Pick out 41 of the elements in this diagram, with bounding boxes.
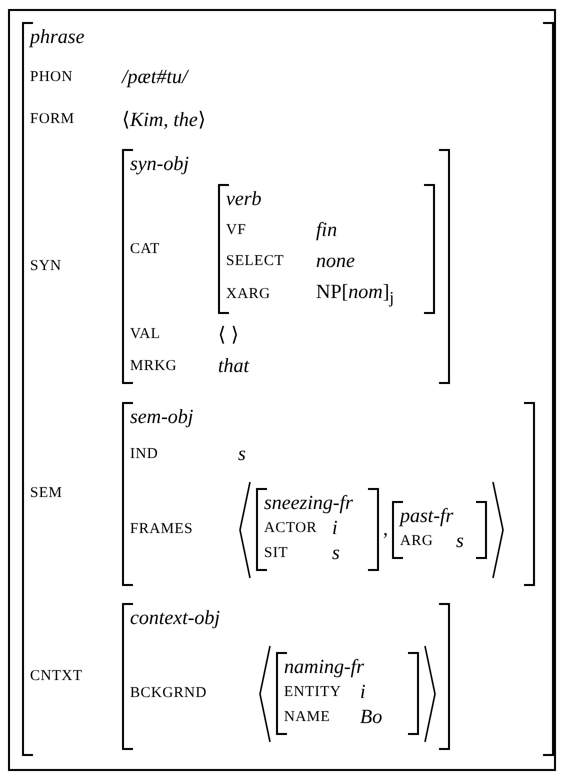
feature-name: SELECT [226, 253, 285, 270]
feature-name: CAT [130, 240, 161, 258]
feature-value: NP[nom]$_{j}$ [316, 281, 394, 308]
type-label: sneezing-fr [264, 492, 354, 516]
feature-name: IND [130, 446, 160, 463]
feature-name: FORM [30, 110, 76, 128]
type-label: phrase [30, 26, 86, 49]
feature-name: VAL [130, 326, 162, 344]
feature-name: SYN [30, 258, 63, 276]
feature-name: ENTITY [284, 684, 342, 702]
feature-name: FRAMES [130, 521, 194, 538]
feature-value: s [332, 542, 340, 566]
feature-value: ⟨Kim, the⟩ [122, 108, 206, 132]
feature-name: BCKGRND [130, 685, 208, 702]
feature-name: SIT [264, 545, 289, 562]
feature-value: s [238, 442, 246, 466]
feature-value: i [332, 517, 338, 540]
feature-value: ⟨ ⟩ [218, 323, 239, 348]
type-label: verb [226, 188, 263, 212]
list-separator: , [383, 518, 388, 542]
feature-name: MRKG [130, 358, 178, 376]
type-label: syn-obj [130, 153, 190, 176]
feature-value: fin [316, 219, 338, 242]
feature-name: ACTOR [264, 520, 318, 538]
feature-name: ARG [400, 532, 434, 550]
feature-name: PHON [30, 69, 74, 86]
feature-name: XARG [226, 286, 272, 304]
feature-value: Bo [360, 706, 382, 730]
feature-value: none [316, 250, 355, 274]
feature-name: NAME [284, 709, 332, 726]
feature-name: SEM [30, 485, 64, 502]
feature-value: i [360, 681, 366, 704]
feature-name: VF [226, 222, 248, 240]
feature-name: CNTXT [30, 668, 84, 685]
type-label: naming-fr [284, 656, 365, 680]
feature-value: /pæt#tu/ [122, 66, 188, 90]
type-label: sem-obj [130, 406, 194, 429]
type-label: past-fr [400, 504, 454, 528]
type-label: context-obj [130, 606, 221, 630]
feature-value: s [456, 530, 464, 553]
feature-value: that [218, 355, 250, 378]
